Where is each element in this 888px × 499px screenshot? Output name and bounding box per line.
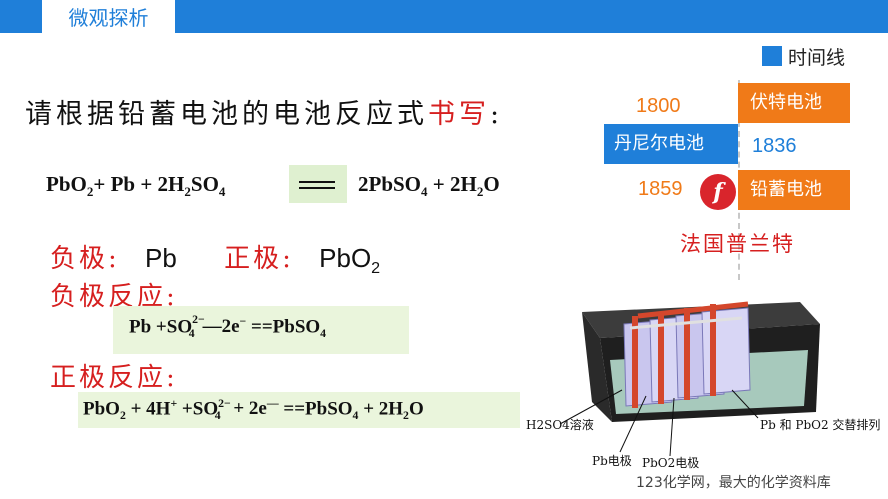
negative-reaction-equation: Pb +SO2−4—2e− ==PbSO4: [129, 313, 327, 341]
chem-pbso: 2PbSO: [358, 172, 422, 196]
chem-sub: 4: [421, 184, 428, 200]
chem-sub: 4: [218, 184, 226, 200]
positive-reaction-equation: PbO2 + 4H+ +SO2−4 + 2e— ==PbSO4 + 2H2O: [83, 397, 424, 423]
chem-sub: 2: [476, 184, 484, 200]
legend-swatch: [762, 46, 782, 66]
prompt-colon: :: [490, 99, 504, 130]
timeline-legend: 时间线: [762, 44, 846, 69]
timeline-year-1800: 1800: [636, 95, 681, 117]
positive-reaction-heading: 正极反应:: [50, 363, 178, 393]
chem-pbo: PbO: [46, 172, 87, 196]
prompt-text: 请根据铅蓄电池的电池反应式书写:: [25, 92, 503, 131]
timeline-year-1859: 1859: [638, 178, 683, 200]
section-tab: 微观探析: [42, 0, 175, 35]
chem-sub: 2: [184, 184, 191, 200]
flash-icon: f: [700, 174, 736, 210]
chem-o: O: [483, 172, 500, 196]
timeline-box-daniell: 丹尼尔电池: [604, 124, 738, 164]
section-title: 微观探析: [68, 6, 149, 30]
overall-reaction-right: 2PbSO4 + 2H2O: [358, 172, 500, 200]
positive-reaction-highlight: [78, 392, 520, 428]
battery-diagram: H2SO4溶液 Pb电极 PbO2电极 Pb 和 PbO2 交替排列: [520, 294, 888, 474]
positive-pole-label: 正极:: [224, 244, 294, 274]
chem-so: SO: [190, 172, 219, 196]
chem-h: + 2H: [427, 172, 477, 196]
battery-illustration: [559, 301, 820, 457]
label-electrolyte: H2SO4溶液: [526, 418, 594, 432]
timeline-box-volta: 伏特电池: [738, 83, 850, 123]
prompt-main: 请根据铅蓄电池的电池反应式: [25, 99, 428, 130]
poles-line: 负极: Pb 正极: PbO2: [50, 238, 380, 278]
prompt-highlight: 书写: [428, 99, 490, 130]
positive-pole-value: PbO2: [319, 243, 381, 278]
negative-pole-value: Pb: [145, 243, 177, 273]
legend-label: 时间线: [788, 46, 846, 69]
equals-sign: [289, 165, 347, 203]
label-arrangement: Pb 和 PbO2 交替排列: [760, 418, 881, 432]
inventor-label: 法国普兰特: [680, 232, 795, 256]
chem-pb-h: + Pb + 2H: [93, 172, 185, 196]
negative-reaction-highlight: [113, 306, 409, 354]
chem-sub: 2: [86, 184, 94, 200]
footer-watermark: 123化学网，最大的化学资料库: [636, 475, 831, 491]
label-pbo2-electrode: PbO2电极: [642, 456, 700, 470]
negative-pole-label: 负极:: [50, 244, 120, 274]
timeline-year-1836: 1836: [752, 135, 797, 157]
electrode-plates: [623, 301, 751, 408]
label-pb-electrode: Pb电极: [592, 454, 632, 468]
overall-reaction-left: PbO2+ Pb + 2H2SO4: [46, 172, 225, 200]
timeline-box-leadacid: 铅蓄电池: [738, 170, 850, 210]
